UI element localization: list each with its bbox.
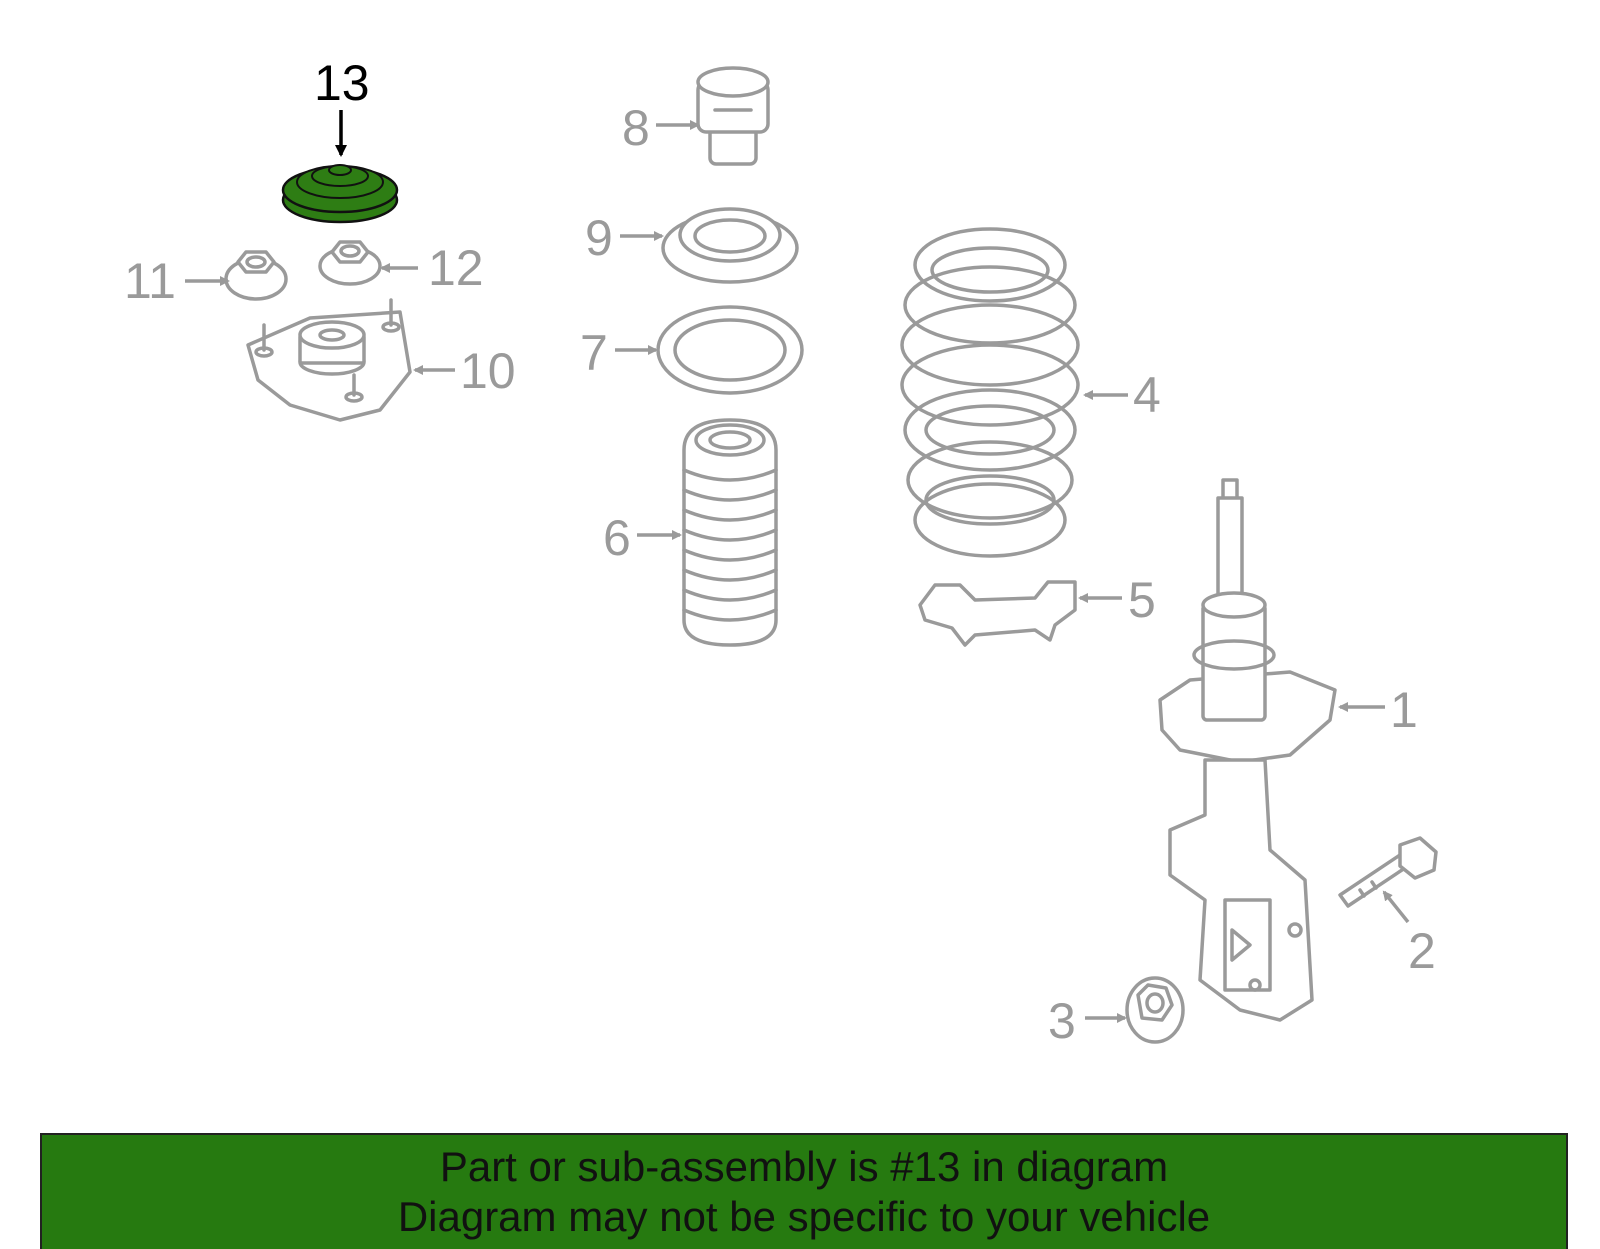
callout-10-label: 10 <box>460 343 516 399</box>
part-11-nut <box>224 250 288 301</box>
part-6-dust-boot <box>682 418 778 647</box>
part-8-bump-stop <box>696 66 770 166</box>
part-3-flange-nut <box>1125 976 1185 1044</box>
part-4-coil-spring <box>900 227 1080 558</box>
callout-6-label: 6 <box>603 510 631 566</box>
callout-1-label: 1 <box>1390 682 1418 738</box>
part-5-spring-isolator <box>918 580 1077 647</box>
part-7-spring-seat <box>656 305 804 395</box>
callout-5-label: 5 <box>1128 572 1156 628</box>
callout-2-arrow <box>1382 890 1410 924</box>
part-10-upper-mount <box>246 298 412 422</box>
part-9-bearing <box>661 207 799 284</box>
part-13-insulator[interactable] <box>281 164 399 224</box>
banner-line-2: Diagram may not be specific to your vehi… <box>397 1193 1211 1240</box>
part-12-nut <box>318 240 382 286</box>
callout-2-label: 2 <box>1408 923 1436 979</box>
info-banner: Part or sub-assembly is #13 in diagram D… <box>40 1133 1568 1249</box>
callout-8-label: 8 <box>622 100 650 156</box>
callout-4-label: 4 <box>1133 367 1161 423</box>
callout-13-label: 13 <box>314 55 370 111</box>
part-2-bolt <box>1338 836 1438 908</box>
part-1-strut <box>1158 478 1337 1022</box>
callout-7-label: 7 <box>580 325 608 381</box>
callout-3-label: 3 <box>1048 993 1076 1049</box>
callout-9-label: 9 <box>585 210 613 266</box>
callout-11-label: 11 <box>124 253 176 309</box>
callout-12-label: 12 <box>428 240 484 296</box>
banner-line-1: Part or sub-assembly is #13 in diagram <box>439 1143 1169 1190</box>
